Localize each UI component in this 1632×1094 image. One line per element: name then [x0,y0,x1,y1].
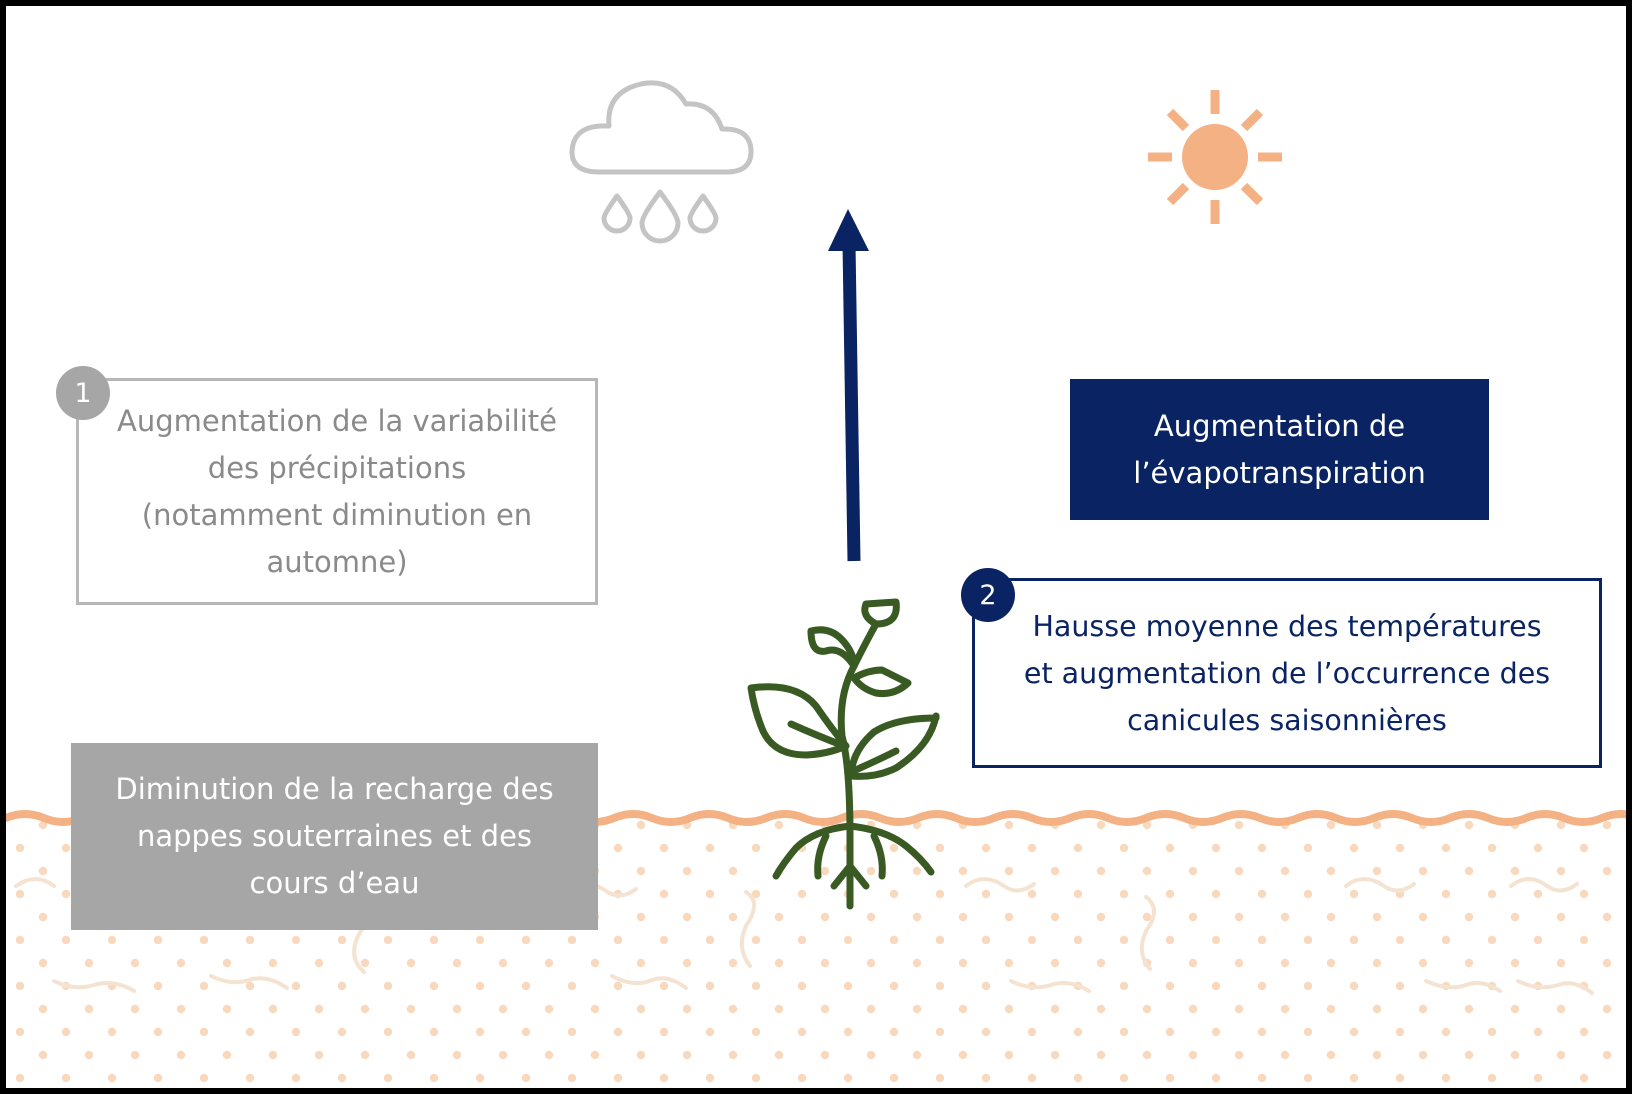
recharge-line-1: Diminution de la recharge des [115,772,554,806]
temperature-line-3: canicules saisonnières [1127,703,1447,737]
recharge-line-3: cours d’eau [249,866,420,900]
evapotranspiration-line-1: Augmentation de [1153,408,1406,443]
precipitation-line-4: automne) [266,544,408,579]
recharge-line-2: nappes souterraines et des [136,819,533,853]
sun-icon [1148,90,1282,224]
plant-icon [747,598,940,910]
evapotranspiration-line-2: l’évapotranspiration [1133,455,1426,490]
badge-number-1: 1 [56,366,110,420]
evapotranspiration-box: Augmentation de l’évapotranspiration [1070,379,1489,520]
up-arrow-icon [828,209,869,562]
precipitation-box: Augmentation de la variabilité des préci… [76,378,598,605]
groundwater-recharge-box: Diminution de la recharge des nappes sou… [71,743,598,930]
precipitation-line-1: Augmentation de la variabilité [117,403,557,438]
temperature-box: Hausse moyenne des températures et augme… [972,578,1602,768]
temperature-line-1: Hausse moyenne des températures [1032,609,1542,643]
badge-number-2: 2 [961,568,1015,622]
precipitation-line-3: (notamment diminution en [141,497,533,532]
temperature-line-2: et augmentation de l’occurrence des [1023,656,1551,690]
precipitation-line-2: des précipitations [207,450,467,485]
rain-cloud-icon [569,80,754,244]
